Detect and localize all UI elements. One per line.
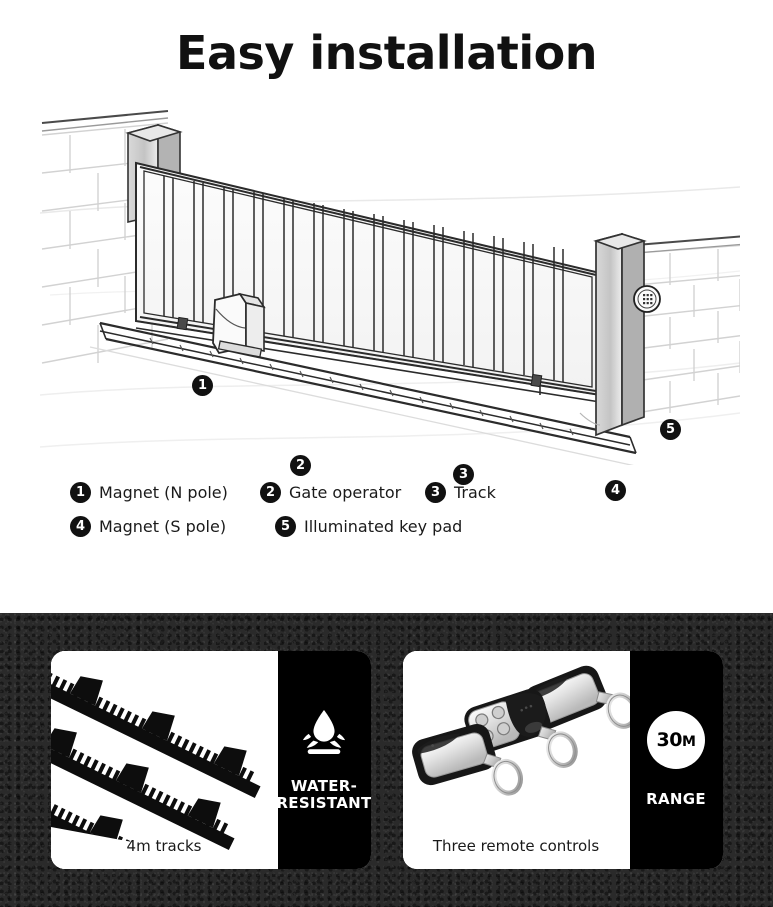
legend-bullet-1: 1 bbox=[70, 481, 91, 503]
legend-item-illuminated-key-pad: 5 Illuminated key pad bbox=[275, 515, 463, 537]
range-panel: 30M RANGE bbox=[629, 651, 723, 869]
feature-card-tracks: 4m tracks WATER-RESISTANT bbox=[50, 651, 371, 869]
callout-4: 4 bbox=[605, 480, 626, 501]
callout-5: 5 bbox=[660, 419, 681, 440]
legend-item-track: 3 Track bbox=[425, 481, 496, 503]
water-resistant-label: WATER-RESISTANT bbox=[276, 776, 371, 813]
callout-2: 2 bbox=[290, 455, 311, 476]
remotes-image: Three remote controls bbox=[402, 651, 630, 869]
features-section: 4m tracks WATER-RESISTANT bbox=[0, 613, 773, 907]
range-label: RANGE bbox=[646, 790, 706, 809]
range-badge-icon: 30M bbox=[647, 711, 705, 770]
legend-label-2: Gate operator bbox=[289, 482, 402, 502]
page-title: Easy installation bbox=[176, 26, 597, 80]
legend-row: 4 Magnet (S pole) 5 Illuminated key pad bbox=[70, 509, 710, 543]
range-badge-value: 30 bbox=[656, 729, 683, 752]
legend-item-magnet-n-pole: 1 Magnet (N pole) bbox=[70, 481, 260, 503]
feature-cards: 4m tracks WATER-RESISTANT bbox=[0, 613, 773, 907]
callout-1: 1 bbox=[192, 375, 213, 396]
range-badge-unit: M bbox=[682, 734, 696, 751]
legend-label-1: Magnet (N pole) bbox=[99, 482, 228, 502]
tracks-caption: 4m tracks bbox=[126, 837, 202, 855]
legend-bullet-3: 3 bbox=[425, 481, 446, 503]
water-drop-splash-icon bbox=[302, 709, 346, 754]
remotes-caption: Three remote controls bbox=[432, 837, 600, 855]
easy-installation-section: Easy installation bbox=[40, 26, 740, 543]
legend-label-5: Illuminated key pad bbox=[304, 516, 463, 536]
tracks-image: 4m tracks bbox=[50, 651, 278, 869]
water-resistant-panel: WATER-RESISTANT bbox=[276, 651, 371, 869]
water-resistant-label-line1: WATER- bbox=[290, 776, 358, 795]
feature-card-remotes: Three remote controls 30M RANGE bbox=[402, 651, 723, 869]
legend-bullet-2: 2 bbox=[260, 481, 281, 503]
callout-3: 3 bbox=[453, 464, 474, 485]
legend-bullet-4: 4 bbox=[70, 515, 91, 537]
legend: 1 Magnet (N pole) 2 Gate operator 3 Trac… bbox=[70, 475, 710, 543]
range-badge-text: 30M bbox=[657, 729, 696, 751]
water-resistant-label-line2: RESISTANT bbox=[276, 794, 371, 812]
legend-item-magnet-s-pole: 4 Magnet (S pole) bbox=[70, 515, 275, 537]
legend-label-3: Track bbox=[454, 482, 496, 502]
legend-label-4: Magnet (S pole) bbox=[99, 516, 227, 536]
sliding-gate-installation-diagram: 1 2 3 4 5 bbox=[40, 95, 740, 501]
legend-item-gate-operator: 2 Gate operator bbox=[260, 481, 425, 503]
legend-bullet-5: 5 bbox=[275, 515, 296, 537]
legend-row: 1 Magnet (N pole) 2 Gate operator 3 Trac… bbox=[70, 475, 710, 509]
